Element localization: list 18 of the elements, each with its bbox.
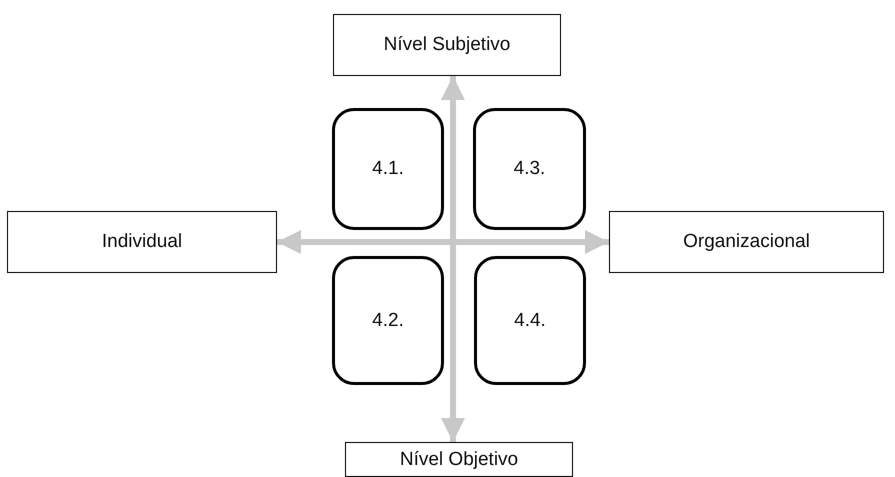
section-number: 4.2. [372,310,404,332]
axis-label-box [609,211,884,273]
axis-arrow [277,230,609,254]
axis-label: Organizacional [683,231,810,253]
axis-label: Nível Objetivo [400,448,518,470]
axis-label: Individual [102,231,182,253]
axis-label-box [7,211,277,273]
section-number: 4.4. [514,310,546,332]
axis-label-box [345,442,573,477]
axis-arrow [441,76,465,442]
axis-label-box [333,14,561,76]
quadrant-box [473,108,586,230]
quadrant-box [332,108,444,230]
section-number: 4.1. [372,158,404,180]
quadrant-box [474,256,586,385]
axis-label: Nível Subjetivo [384,34,510,56]
quadrant-box [332,256,444,385]
section-number: 4.3. [514,158,546,180]
